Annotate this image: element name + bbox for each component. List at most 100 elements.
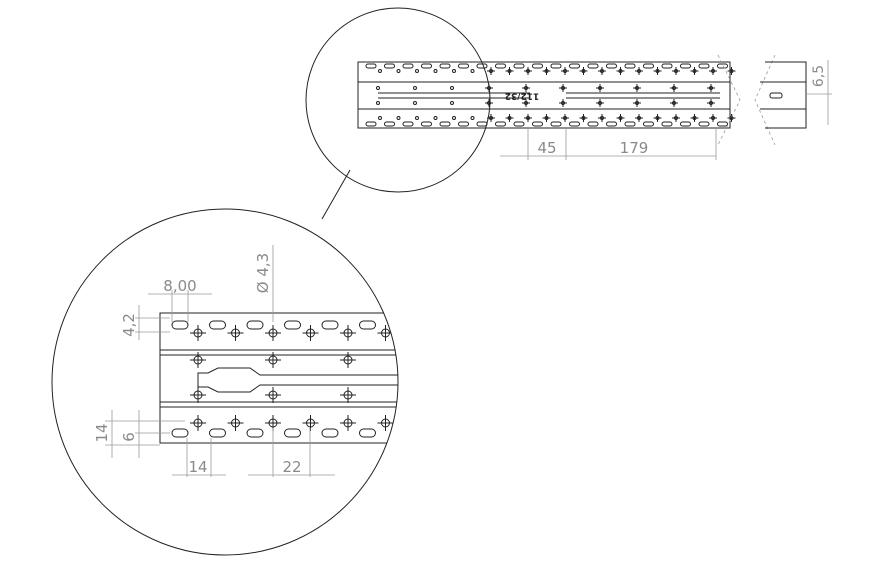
hole-crosshair <box>265 352 281 368</box>
slot <box>532 63 543 69</box>
hole-crosshair <box>559 84 567 92</box>
hole-crosshair <box>690 114 699 122</box>
slot <box>643 121 654 127</box>
dimension-179: 179 <box>620 139 649 157</box>
mounting-hole <box>450 86 454 90</box>
hole-crosshair <box>227 325 244 341</box>
slot <box>458 121 469 127</box>
strip-end-fragment <box>765 61 807 129</box>
slot <box>624 121 636 127</box>
hole-crosshair <box>561 114 569 122</box>
mounting-hole <box>396 69 401 73</box>
dimension-diameter-4-3: Ø 4,3 <box>254 253 272 293</box>
slot <box>513 121 525 127</box>
slot <box>209 428 226 438</box>
hole-crosshair <box>227 415 244 431</box>
slot <box>717 121 728 127</box>
keyhole-slot <box>197 367 398 393</box>
hole-crosshair <box>559 99 567 107</box>
slot <box>550 121 562 127</box>
mounting-hole <box>433 69 438 73</box>
rail-detail <box>159 312 431 444</box>
slot <box>209 320 226 330</box>
hole-crosshair <box>635 67 643 75</box>
hole-crosshair <box>633 84 641 92</box>
mounting-hole <box>396 116 401 120</box>
slot <box>439 63 451 69</box>
mounting-hole <box>413 86 417 90</box>
rail-overview: 112/32 45 179 6,5 <box>305 7 832 220</box>
dimension-45: 45 <box>537 139 556 157</box>
slot <box>171 428 189 438</box>
hole-crosshair <box>542 67 551 75</box>
hole-crosshair <box>670 99 678 107</box>
slot <box>661 63 673 69</box>
mounting-hole <box>415 69 419 73</box>
slot <box>365 121 377 127</box>
slot <box>421 121 432 127</box>
hole-crosshair <box>709 67 717 75</box>
hole-crosshair <box>265 387 281 403</box>
slot <box>476 63 488 69</box>
hole-crosshair <box>487 67 495 75</box>
hole-crosshair <box>561 67 569 75</box>
hole-crosshair <box>579 114 588 122</box>
mounting-hole <box>470 69 475 73</box>
mounting-hole <box>452 116 456 120</box>
hole-crosshair <box>653 114 662 122</box>
slot <box>384 63 395 69</box>
hole-crosshair <box>377 325 394 341</box>
dimension-4-2: 4,2 <box>120 313 138 337</box>
mounting-hole <box>378 69 382 73</box>
slot <box>402 121 414 127</box>
hole-crosshair <box>190 387 206 403</box>
hole-crosshair <box>505 114 514 122</box>
slot <box>495 63 506 69</box>
dimension-14-vertical: 14 <box>93 423 111 442</box>
break-line-right <box>754 54 776 146</box>
hole-crosshair <box>672 114 680 122</box>
dimension-22: 22 <box>282 458 301 476</box>
hole-crosshair <box>598 67 606 75</box>
center-slot <box>378 92 720 99</box>
slot <box>246 320 264 330</box>
slot <box>384 121 395 127</box>
hole-crosshair <box>505 67 514 75</box>
slot <box>661 121 673 127</box>
hole-crosshair <box>485 99 493 107</box>
dimension-6: 6 <box>120 432 138 442</box>
hole-crosshair <box>340 352 356 368</box>
hole-crosshair <box>524 67 532 75</box>
slot <box>698 63 710 69</box>
dimension-8-00: 8,00 <box>163 277 196 295</box>
hole-crosshair <box>340 325 356 341</box>
slot <box>439 121 451 127</box>
slot <box>717 63 728 69</box>
slot <box>321 320 339 330</box>
mounting-hole <box>415 116 419 120</box>
slot <box>171 320 189 330</box>
mounting-hole <box>413 101 417 105</box>
slot <box>606 121 617 127</box>
hole-crosshair <box>596 99 604 107</box>
slot <box>550 63 562 69</box>
part-label: 112/32 <box>505 91 540 101</box>
hole-crosshair <box>542 114 551 122</box>
slot <box>698 121 710 127</box>
mounting-hole <box>378 116 382 120</box>
hole-crosshair <box>190 415 206 431</box>
dimension-14-horizontal: 14 <box>188 458 207 476</box>
hole-crosshair <box>598 114 606 122</box>
slot <box>680 121 691 127</box>
slot <box>680 63 691 69</box>
slot <box>587 63 599 69</box>
slot <box>624 63 636 69</box>
slot <box>532 121 543 127</box>
hole-crosshair <box>302 325 319 341</box>
hole-crosshair <box>415 415 431 431</box>
hole-crosshair <box>415 325 431 341</box>
dimension-6-5: 6,5 <box>811 65 827 87</box>
hole-crosshair <box>302 415 319 431</box>
detail-leader-line <box>321 169 351 220</box>
hole-crosshair <box>190 325 206 341</box>
